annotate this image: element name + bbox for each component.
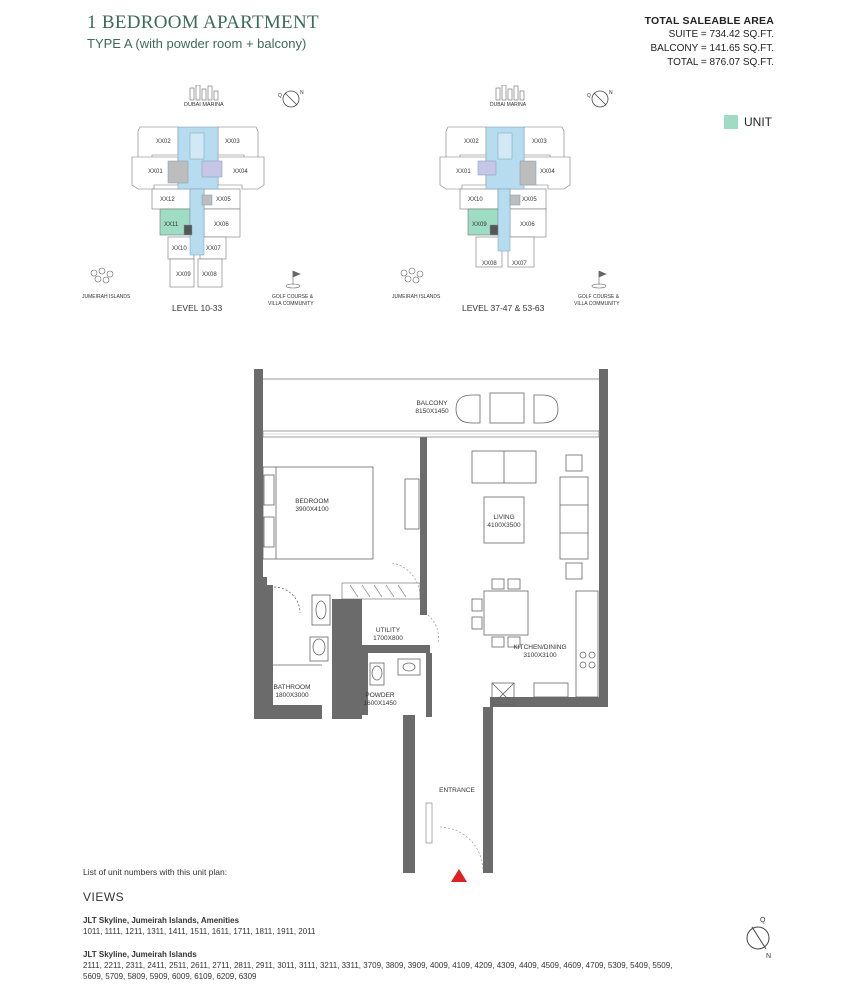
key-plan-level-label: LEVEL 10-33 (172, 303, 223, 313)
legend: UNIT (724, 115, 772, 129)
key-plan-compass-icon: Q N (587, 90, 613, 108)
marina-skyline-icon (495, 85, 525, 101)
entrance-label: ENTRANCE (439, 787, 475, 794)
balcony-table-set (455, 392, 559, 424)
unit-label: XX08 (482, 261, 497, 267)
views-heading: VIEWS (83, 890, 125, 904)
unit-label: XX07 (512, 261, 527, 267)
unit-label: XX05 (522, 197, 537, 203)
unit-label: XX04 (233, 169, 248, 175)
view-group-title: JLT Skyline, Jumeirah Islands (83, 950, 197, 959)
golf-course-label: GOLF COURSE & (578, 294, 620, 300)
unit-label: XX01 (456, 169, 471, 175)
compass-n: N (300, 90, 304, 96)
bedroom-dim: 3900X4100 (295, 506, 329, 513)
unit-label: XX09 (472, 222, 487, 228)
tv-unit (404, 478, 420, 530)
key-plan-level-10-33: Q N DUBAI MARINA XX02 XX03 XX01 XX04 XX1… (82, 85, 314, 313)
page-title: 1 BEDROOM APARTMENT (87, 12, 319, 33)
villa-community-label: VILLA COMMUNITY (574, 301, 620, 307)
islands-icon (90, 267, 114, 284)
living-label: LIVING (493, 514, 514, 521)
utility-label: UTILITY (376, 627, 401, 634)
golf-course-label: GOLF COURSE & (272, 294, 314, 300)
view-group: JLT Skyline, Jumeirah Islands, Amenities… (83, 915, 693, 937)
golf-flag-icon (285, 270, 301, 289)
dubai-marina-label: DUBAI MARINA (184, 102, 224, 108)
area-suite: SUITE = 734.42 SQ.FT. (668, 29, 774, 40)
wardrobe (341, 582, 421, 600)
kitchen-counter (491, 590, 599, 706)
unit-label: XX05 (216, 197, 231, 203)
building-core (167, 126, 223, 256)
walls (254, 369, 608, 873)
building-footprint (131, 126, 265, 288)
unit-label: XX02 (156, 139, 171, 145)
unit-list-intro: List of unit numbers with this unit plan… (83, 867, 228, 877)
unit-label: XX10 (172, 246, 187, 252)
unit-label: XX06 (214, 222, 229, 228)
unit-label: XX08 (202, 272, 217, 278)
view-group-title: JLT Skyline, Jumeirah Islands, Amenities (83, 916, 240, 925)
compass-q: Q (587, 93, 591, 99)
unit-label: XX04 (540, 169, 555, 175)
powder-fixtures (369, 658, 421, 686)
view-group-units: 1011, 1111, 1211, 1311, 1411, 1511, 1611… (83, 927, 316, 936)
jumeirah-islands-label: JUMEIRAH ISLANDS (82, 294, 131, 300)
unit-label: XX12 (160, 197, 175, 203)
area-heading: TOTAL SALEABLE AREA (644, 15, 774, 27)
entrance-marker-icon (451, 869, 467, 882)
unit-label: XX01 (148, 169, 163, 175)
compass-n: N (609, 90, 613, 96)
unit-label: XX11 (164, 222, 179, 228)
view-group-units: 2111, 2211, 2311, 2411, 2511, 2611, 2711… (83, 961, 673, 981)
kitchen-dim: 3100X3100 (523, 652, 557, 659)
unit-swatch (724, 115, 738, 129)
area-total: TOTAL = 876.07 SQ.FT. (667, 57, 774, 68)
unit-label: XX03 (225, 139, 240, 145)
utility-dim: 1700X800 (373, 635, 403, 642)
area-balcony: BALCONY = 141.65 SQ.FT. (650, 43, 775, 54)
bedroom-label: BEDROOM (295, 498, 329, 505)
marina-skyline-icon (189, 85, 219, 101)
dining-table (471, 578, 529, 648)
legend-unit-label: UNIT (744, 115, 772, 129)
key-plan-level-label: LEVEL 37-47 & 53-63 (462, 303, 545, 313)
unit-label: XX02 (464, 139, 479, 145)
golf-flag-icon (591, 270, 607, 289)
floor-plan: BALCONY 8150X1450 BEDROOM 3900X4100 LIVI… (254, 369, 608, 882)
view-group: JLT Skyline, Jumeirah Islands 2111, 2211… (83, 949, 693, 982)
compass-n: N (766, 953, 771, 960)
bathroom-fixtures (273, 586, 331, 666)
key-plan-compass-icon: Q N (278, 90, 304, 108)
page-subtitle: TYPE A (with powder room + balcony) (87, 36, 307, 51)
unit-label: XX07 (206, 246, 221, 252)
unit-label: XX03 (532, 139, 547, 145)
key-plan-level-37-47: Q N DUBAI MARINA XX02 XX03 XX01 XX04 XX1… (392, 85, 620, 313)
villa-community-label: VILLA COMMUNITY (268, 301, 314, 307)
bathroom-dim: 1800X3000 (275, 692, 309, 699)
compass-q: Q (760, 917, 766, 924)
sofa (471, 450, 589, 580)
saleable-area-box: TOTAL SALEABLE AREA SUITE = 734.42 SQ.FT… (645, 14, 774, 70)
powder-dim: 1600X1450 (363, 700, 397, 707)
unit-label: XX06 (520, 222, 535, 228)
powder-label: POWDER (365, 692, 395, 699)
building-core (477, 126, 537, 252)
islands-icon (400, 267, 424, 284)
unit-label: XX09 (176, 272, 191, 278)
jumeirah-islands-label: JUMEIRAH ISLANDS (392, 294, 441, 300)
compass-q: Q (278, 93, 282, 99)
balcony-label: BALCONY (416, 400, 448, 407)
dubai-marina-label: DUBAI MARINA (490, 102, 527, 108)
bed (262, 466, 374, 560)
bathroom-label: BATHROOM (273, 684, 310, 691)
living-dim: 4100X3500 (487, 522, 521, 529)
unit-label: XX10 (468, 197, 483, 203)
north-compass-icon: Q N (746, 917, 771, 960)
balcony-dim: 8150X1450 (415, 408, 449, 415)
kitchen-label: KITCHEN/DINING (513, 644, 566, 651)
